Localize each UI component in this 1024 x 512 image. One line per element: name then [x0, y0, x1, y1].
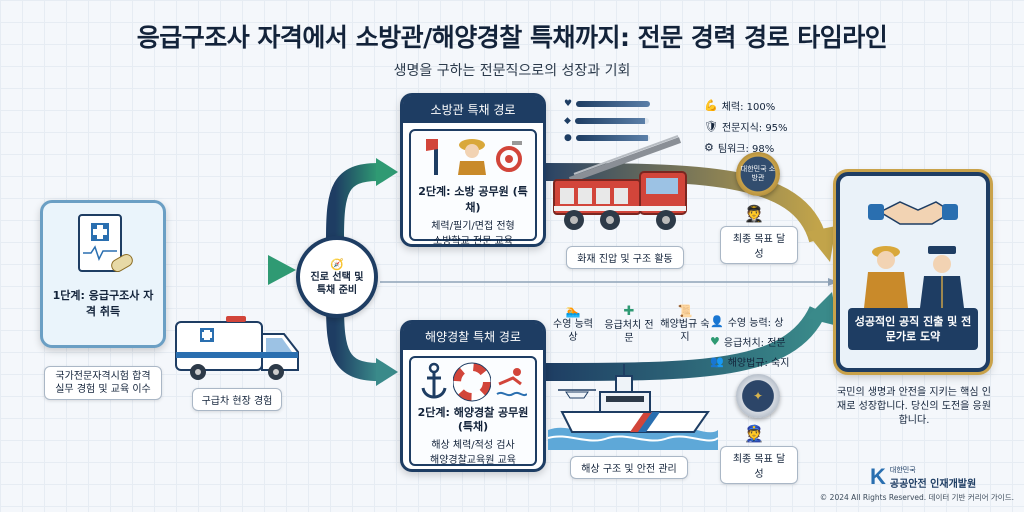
footer-logo: K 대한민국 공공안전 인재개발원 [870, 464, 976, 490]
sea-skills: 🏊 수영 능력 상 ✚ 응급처치 전문 📜 해양법규 숙지 [548, 304, 710, 345]
sea-stats: 👤수영 능력: 상 ♥응급처치: 전문 👥해양법규: 숙지 [710, 314, 789, 369]
sea-skill-1: 🏊 수영 능력 상 [548, 304, 598, 345]
fire-bar-2: ◆ [564, 115, 650, 127]
coastguard-ship-icon [547, 362, 719, 454]
arrow-sea-final [544, 305, 827, 381]
ambulance-pill: 구급차 현장 경험 [192, 388, 282, 411]
sea-card-head: 해양경찰 특채 경로 [403, 323, 543, 350]
fire-truck-icon [550, 128, 700, 242]
org-small: 대한민국 [889, 465, 916, 474]
final-card: 성공적인 공직 진출 및 전문가로 도약 [836, 172, 990, 372]
ambulance-icon [172, 312, 302, 386]
arrow-fire-final [544, 163, 827, 243]
sea-card: 해양경찰 특채 경로 2단계: 해양경찰 공무원 (특채) 해상 체력/적성 검… [400, 320, 546, 472]
sea-desc2: 해양경찰교육원 교육 [430, 455, 516, 466]
fire-stat-3: ⚙팀워크: 98% [704, 141, 775, 155]
junction-label: 진로 선택 및 특채 준비 [310, 271, 364, 296]
swimmer-icon [496, 368, 527, 397]
sea-pill: 해상 구조 및 안전 관리 [570, 456, 688, 479]
muscle-icon: 💪 [704, 99, 718, 112]
fire-card-head: 소방관 특채 경로 [403, 96, 543, 123]
sea-stage: 2단계: 해양경찰 공무원 (특채) [417, 406, 529, 433]
final-illustration [840, 176, 986, 308]
arrow-head-final-top [806, 226, 836, 262]
coastguard-badge-icon: ✦ [736, 374, 780, 418]
gear-icon: ⚙ [704, 141, 714, 154]
arrow-junction-fire [326, 163, 379, 239]
sea-skill-2: ✚ 응급처치 전문 [604, 304, 654, 344]
org-logo-icon: K [870, 464, 886, 489]
fire-pill: 화재 진압 및 구조 활동 [566, 246, 684, 269]
person-icon: 👤 [710, 315, 724, 328]
page-title: 응급구조사 자격에서 소방관/해양경찰 특채까지: 전문 경력 경로 타임라인 [136, 23, 888, 52]
direct-line-head [828, 278, 838, 286]
firefighter-icon [458, 139, 486, 175]
sea-desc1: 해상 체력/적성 검사 [431, 440, 515, 451]
compass-icon: 🧭 [330, 257, 344, 271]
fire-stat-2: 🛡전문지식: 95% [704, 120, 788, 134]
hose-icon [496, 141, 522, 172]
page-subtitle: 생명을 구하는 전문직으로의 성장과 기회 [393, 63, 631, 79]
final-message: 국민의 생명과 안전을 지키는 핵심 인재로 성장합니다. 당신의 도전을 응원… [837, 387, 991, 426]
fire-desc1: 체력/필기/면접 전형 [431, 221, 515, 232]
certificate-icon [71, 213, 135, 283]
arrow-head-final-bottom [806, 292, 838, 326]
stage1-card: 1단계: 응급구조사 자격 취득 [40, 200, 166, 348]
fire-icons [411, 131, 535, 177]
arrow-junction-sea [326, 304, 379, 381]
org-name: 공공안전 인재개발원 [889, 478, 977, 490]
fire-stat-1: 💪체력: 100% [704, 99, 776, 113]
final-title: 성공적인 공직 진출 및 전문가로 도약 [848, 308, 978, 350]
sea-stat-3: 👥해양법규: 숙지 [710, 355, 790, 369]
law-icon: 📜 [677, 304, 693, 318]
sea-skill-3: 📜 해양법규 숙지 [660, 304, 710, 343]
stage1-title: 1단계: 응급구조사 자격 취득 [52, 289, 154, 318]
arrow-head-fire [376, 158, 398, 186]
fire-bar-1: ♥ [564, 98, 651, 110]
heart-icon: ♥ [710, 335, 720, 348]
fire-card: 소방관 특채 경로 2단계: 소방 공무원 (특채) 체력/필기/면접 전형 소… [400, 93, 546, 247]
fire-desc2: 소방학교 전문 교육 [433, 236, 513, 247]
sea-icons [411, 358, 535, 402]
fire-bars: ♥ ◆ ● [564, 98, 651, 144]
lifebuoy-icon [453, 362, 491, 402]
sea-stat-2: ♥응급처치: 전문 [710, 335, 786, 349]
anchor-icon [421, 362, 447, 399]
fire-badge-seal: 대한민국 소방관 [736, 152, 780, 196]
stage1-note: 국가전문자격시험 합격 실무 경험 및 교육 이수 [44, 366, 162, 400]
copyright: © 2024 All Rights Reserved. 데이터 기반 커리어 가… [819, 493, 1014, 502]
axe-icon [426, 139, 438, 175]
fire-goal: 최종 목표 달성 [720, 226, 798, 264]
officer-salute-icon: 🧑‍✈️ [744, 204, 764, 223]
arrow-head-junction [268, 255, 296, 285]
firstaid-icon: ✚ [623, 304, 635, 319]
fire-stats: 💪체력: 100% 🛡전문지식: 95% ⚙팀워크: 98% [704, 98, 788, 155]
people-icon: 👥 [710, 355, 724, 368]
sea-goal: 최종 목표 달성 [720, 446, 798, 484]
fire-badge-text: 대한민국 소방관 [740, 165, 776, 182]
arrow-head-sea [376, 358, 398, 386]
fire-bar-3: ● [564, 132, 650, 144]
sea-stat-1: 👤수영 능력: 상 [710, 315, 784, 329]
coastguard-officer-icon: 👮 [744, 424, 764, 443]
junction-circle: 🧭 진로 선택 및 특채 준비 [296, 236, 378, 318]
fire-stage: 2단계: 소방 공무원 (특채) [418, 185, 528, 214]
shield-icon: 🛡 [704, 120, 718, 133]
swim-icon: 🏊 [565, 304, 581, 318]
